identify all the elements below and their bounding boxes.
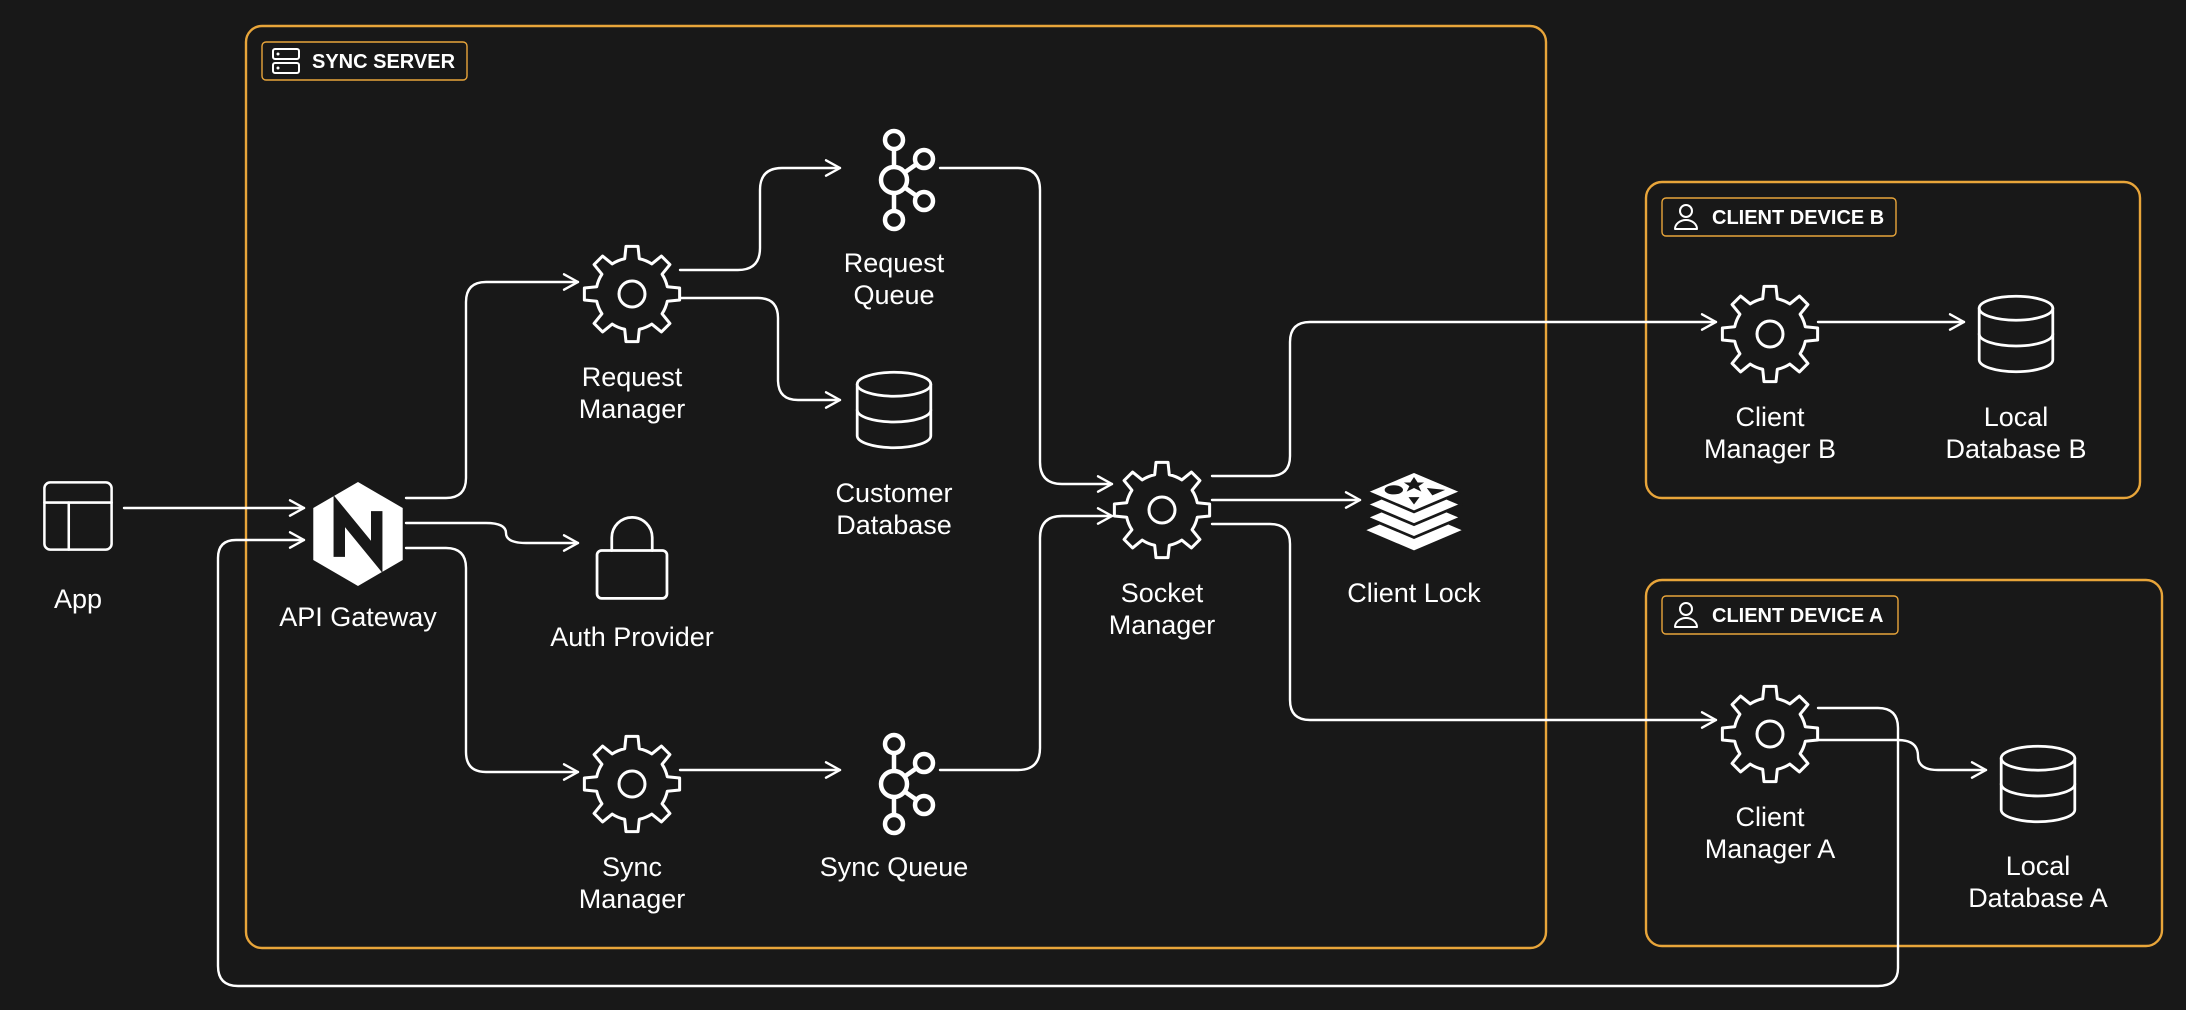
node-label: App xyxy=(54,584,102,614)
gear-icon xyxy=(582,244,682,344)
edge-request-manager-to-request-queue xyxy=(678,159,842,272)
group-border xyxy=(1644,180,2142,500)
gear-icon xyxy=(1720,284,1820,384)
node-label: Request xyxy=(582,362,683,392)
node-label: Local xyxy=(2006,851,2071,881)
gear-icon xyxy=(1720,684,1820,784)
layout-icon xyxy=(43,481,113,551)
gear-icon xyxy=(1112,460,1212,560)
database-icon xyxy=(855,370,933,450)
edge-app-to-api-gateway xyxy=(122,499,306,517)
node-label: Manager B xyxy=(1704,434,1836,464)
node-label: Manager A xyxy=(1705,834,1836,864)
node-label: Client xyxy=(1735,802,1805,832)
group-client-device-a: CLIENT DEVICE A xyxy=(1644,578,2164,948)
edge-api-gateway-to-sync-manager xyxy=(404,546,580,781)
node-label: Request xyxy=(844,248,945,278)
node-api-gateway[interactable]: API Gateway xyxy=(279,482,437,632)
group-label-tag: CLIENT DEVICE A xyxy=(1661,595,1899,635)
group-border xyxy=(244,24,1548,950)
edge-api-gateway-to-auth-provider xyxy=(404,521,580,552)
group-border xyxy=(1644,578,2164,948)
lock-icon xyxy=(595,515,669,600)
nginx-icon xyxy=(313,482,402,586)
redis-icon xyxy=(1364,470,1464,552)
database-icon xyxy=(1977,294,2055,374)
edge-client-manager-a-to-local-database-a xyxy=(1816,738,1988,779)
node-label: Queue xyxy=(853,280,934,310)
edge-client-manager-a-to-api-gateway xyxy=(216,531,1900,988)
kafka-icon xyxy=(881,131,933,229)
node-label: Manager xyxy=(579,884,686,914)
node-label: Local xyxy=(1984,402,2049,432)
node-label: Client xyxy=(1735,402,1805,432)
node-app[interactable]: App xyxy=(43,481,113,614)
node-auth-provider[interactable]: Auth Provider xyxy=(550,515,714,652)
edge-api-gateway-to-request-manager xyxy=(404,273,580,500)
group-label: SYNC SERVER xyxy=(312,51,456,73)
node-label: Auth Provider xyxy=(550,622,714,652)
group-label-tag: CLIENT DEVICE B xyxy=(1661,197,1897,237)
group-client-device-b: CLIENT DEVICE B xyxy=(1644,180,2142,500)
gear-icon xyxy=(582,734,682,834)
node-label: Sync Queue xyxy=(820,852,969,882)
edge-sync-queue-to-socket-manager xyxy=(938,507,1114,772)
edge-request-queue-to-socket-manager xyxy=(938,166,1114,493)
node-label: Manager xyxy=(1109,610,1216,640)
database-icon xyxy=(1999,744,2077,824)
edge-request-manager-to-customer-database xyxy=(678,296,842,409)
edge-socket-manager-to-client-manager-a xyxy=(1210,522,1718,729)
group-label: CLIENT DEVICE A xyxy=(1712,605,1884,627)
node-label: Database B xyxy=(1945,434,2086,464)
node-label: Database xyxy=(836,510,952,540)
node-label: Sync xyxy=(602,852,662,882)
edge-socket-manager-to-client-manager-b xyxy=(1210,313,1718,478)
group-label-tag: SYNC SERVER xyxy=(261,41,468,81)
edge-sync-manager-to-sync-queue xyxy=(678,761,842,779)
node-label: Manager xyxy=(579,394,686,424)
node-client-lock[interactable]: Client Lock xyxy=(1347,470,1481,609)
kafka-icon xyxy=(881,735,933,833)
edge-socket-manager-to-client-lock xyxy=(1210,491,1362,509)
node-label: Client Lock xyxy=(1347,578,1481,608)
group-sync-server: SYNC SERVER xyxy=(244,24,1548,950)
node-sync-queue[interactable]: Sync Queue xyxy=(820,735,969,882)
group-label: CLIENT DEVICE B xyxy=(1712,207,1884,229)
node-label: Socket xyxy=(1121,578,1204,608)
node-label: Customer xyxy=(835,478,952,508)
edge-client-manager-b-to-local-database-b xyxy=(1816,313,1966,331)
node-label: API Gateway xyxy=(279,602,437,632)
node-label: Database A xyxy=(1968,883,2108,913)
